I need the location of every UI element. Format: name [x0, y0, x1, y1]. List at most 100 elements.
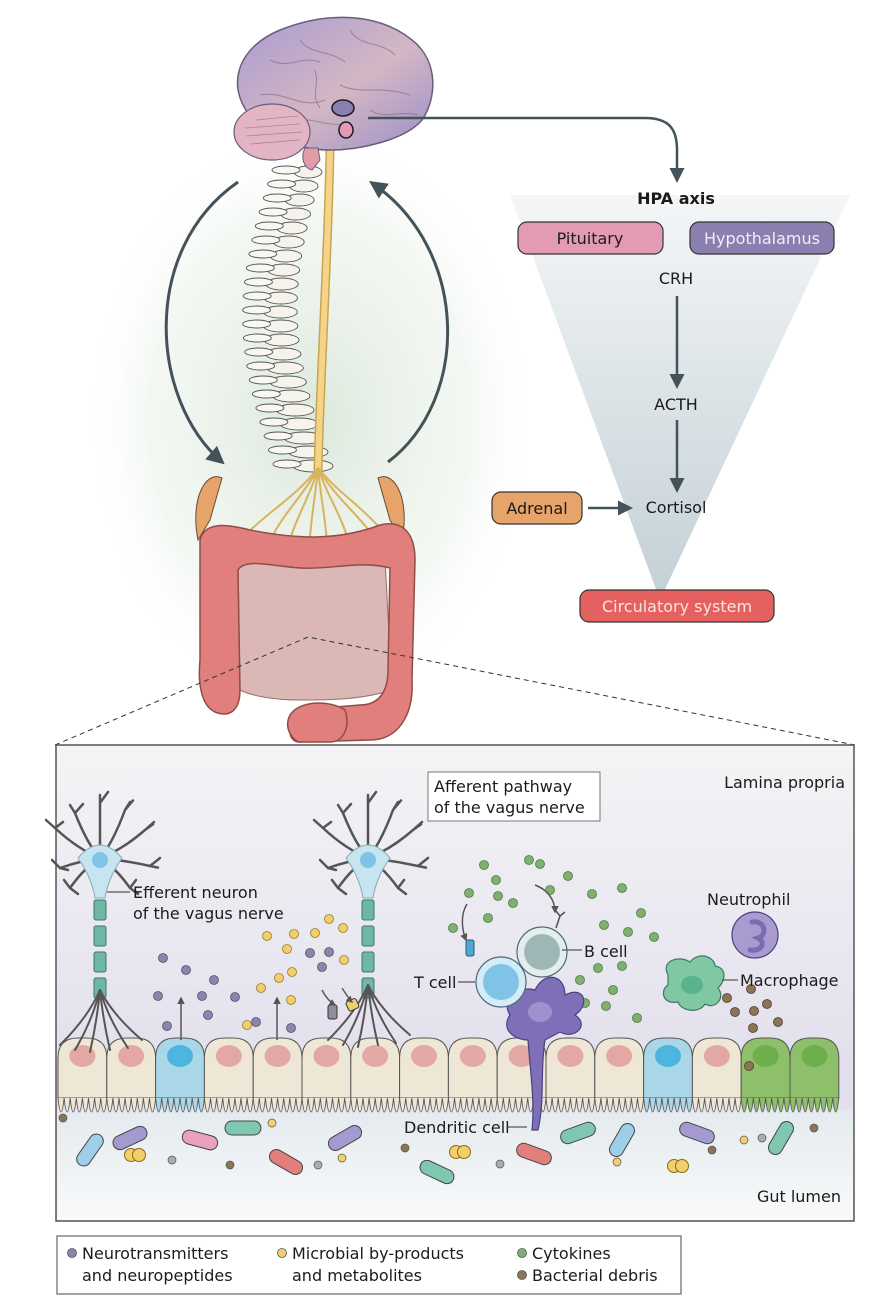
afferent-neuron-myelin-segment	[361, 951, 375, 973]
hpa-funnel	[510, 195, 850, 600]
efferent-neuron-myelin-segment	[93, 925, 107, 947]
cell-nucleus	[411, 1045, 437, 1067]
efferent-label-line1: Efferent neuron	[133, 883, 258, 902]
cell-nucleus	[801, 1045, 828, 1067]
efferent-neuron-myelin-segment	[93, 951, 107, 973]
efferent-neuron-terminal	[99, 989, 143, 1041]
neutrophil-label: Neutrophil	[707, 890, 790, 909]
bacterial-debris-particle	[744, 1061, 754, 1071]
cytokine-particle	[636, 908, 646, 918]
cell-nucleus	[313, 1045, 340, 1067]
bacterial-debris-particle	[748, 1023, 758, 1033]
cytokine-particle	[464, 888, 474, 898]
microvilli	[545, 1097, 596, 1113]
efferent-neuron-terminal	[59, 989, 101, 1046]
vertebra-process	[259, 417, 289, 427]
microvilli	[350, 1097, 401, 1113]
neurotransmitter-particle	[209, 975, 219, 985]
brain-to-hpa-arrow	[368, 116, 685, 183]
cell-nucleus	[215, 1045, 242, 1067]
lumen-particle	[313, 1160, 323, 1170]
gut-to-brain-arrow	[369, 180, 449, 464]
crh-label: CRH	[659, 269, 693, 288]
cytokine-particle	[508, 898, 518, 908]
cytokine-particle	[593, 963, 603, 973]
efferent-neuron-terminal	[99, 989, 129, 1049]
neutrophil-nucleus	[747, 919, 767, 953]
epithelial-layer	[57, 1037, 840, 1113]
pituitary-label: Pituitary	[557, 229, 624, 248]
metabolite-particle	[262, 931, 272, 941]
metabolite-particle	[256, 983, 266, 993]
spine-illustration	[242, 165, 334, 473]
vertebra-process	[272, 459, 302, 469]
metabolite-particle	[286, 995, 296, 1005]
bacterium	[327, 1125, 363, 1151]
microvilli	[643, 1097, 693, 1113]
legend-label-neurotransmitters-2: and neuropeptides	[82, 1266, 233, 1285]
vertebra-process	[244, 277, 273, 287]
cell-nucleus	[167, 1045, 193, 1067]
acth-label: ACTH	[654, 395, 698, 414]
bacterium	[609, 1122, 635, 1158]
metabolite-particle	[339, 955, 349, 965]
efferent-label-line2: of the vagus nerve	[133, 904, 284, 923]
microvilli	[740, 1097, 791, 1113]
neurotransmitter-particle	[162, 1021, 172, 1031]
cell-nucleus	[508, 1045, 535, 1067]
afferent-neuron-terminal	[327, 984, 369, 1041]
gut-microbiota	[58, 1113, 819, 1185]
cell-nucleus	[606, 1045, 633, 1067]
coccus-bacterium	[675, 1159, 689, 1173]
bacterium	[112, 1125, 148, 1151]
hypothalamus-marker	[331, 99, 355, 117]
bacterium	[679, 1121, 715, 1145]
legend: Neurotransmitters and neuropeptides Micr…	[56, 1235, 682, 1295]
neurotransmitter-particle	[181, 965, 191, 975]
afferent-neuron-nucleus	[360, 852, 376, 868]
afferent-neuron-terminal	[367, 984, 411, 1036]
cytokine-particle	[575, 975, 585, 985]
cortisol-label: Cortisol	[646, 498, 707, 517]
afferent-neuron-terminal	[357, 984, 369, 1048]
bacterial-debris-particle	[730, 1007, 740, 1017]
legend-swatch-bacterial-debris	[517, 1270, 527, 1280]
neurotransmitter-particle	[286, 1023, 296, 1033]
lumen-particle	[612, 1157, 622, 1167]
pituitary-marker	[338, 121, 354, 139]
hpa-axis-title: HPA axis	[637, 189, 715, 208]
vertebra-process	[248, 249, 278, 259]
vertebra-process	[258, 207, 288, 217]
metabolite-particle	[242, 1020, 252, 1030]
cytokine-particle	[479, 860, 489, 870]
afferent-label-line1: Afferent pathway	[434, 777, 572, 796]
dendritic-cell-label: Dendritic cell	[404, 1118, 510, 1137]
afferent-neuron-myelin-segment	[361, 899, 375, 921]
efferent-neuron-myelin-segment	[93, 899, 107, 921]
lumen-particle	[739, 1135, 749, 1145]
metabolite-particle	[274, 973, 284, 983]
legend-box	[56, 1235, 682, 1295]
neurotransmitter-particle	[197, 991, 207, 1001]
vertebra-process	[242, 319, 272, 329]
legend-label-bacterial-debris: Bacterial debris	[532, 1266, 658, 1285]
lumen-particle	[495, 1159, 505, 1169]
vertebra-process	[251, 235, 281, 245]
cytokine-particle	[587, 889, 597, 899]
t-cell-nucleus	[483, 964, 519, 1000]
microvilli	[399, 1097, 449, 1113]
vertebra-process	[242, 305, 272, 315]
b-cell-label: B cell	[584, 942, 628, 961]
cytokine-particle	[483, 913, 493, 923]
vertebra-process	[242, 291, 272, 301]
afferent-neuron-myelin-segment	[361, 925, 375, 947]
lumen-particle	[400, 1143, 410, 1153]
cytokine-particle	[601, 1001, 611, 1011]
metabolite-particle	[289, 929, 299, 939]
cytokine-particle	[599, 920, 609, 930]
adrenal-label: Adrenal	[506, 499, 567, 518]
microvilli	[691, 1097, 742, 1113]
neurotransmitter-particle	[324, 947, 334, 957]
afferent-label-line2: of the vagus nerve	[434, 798, 585, 817]
